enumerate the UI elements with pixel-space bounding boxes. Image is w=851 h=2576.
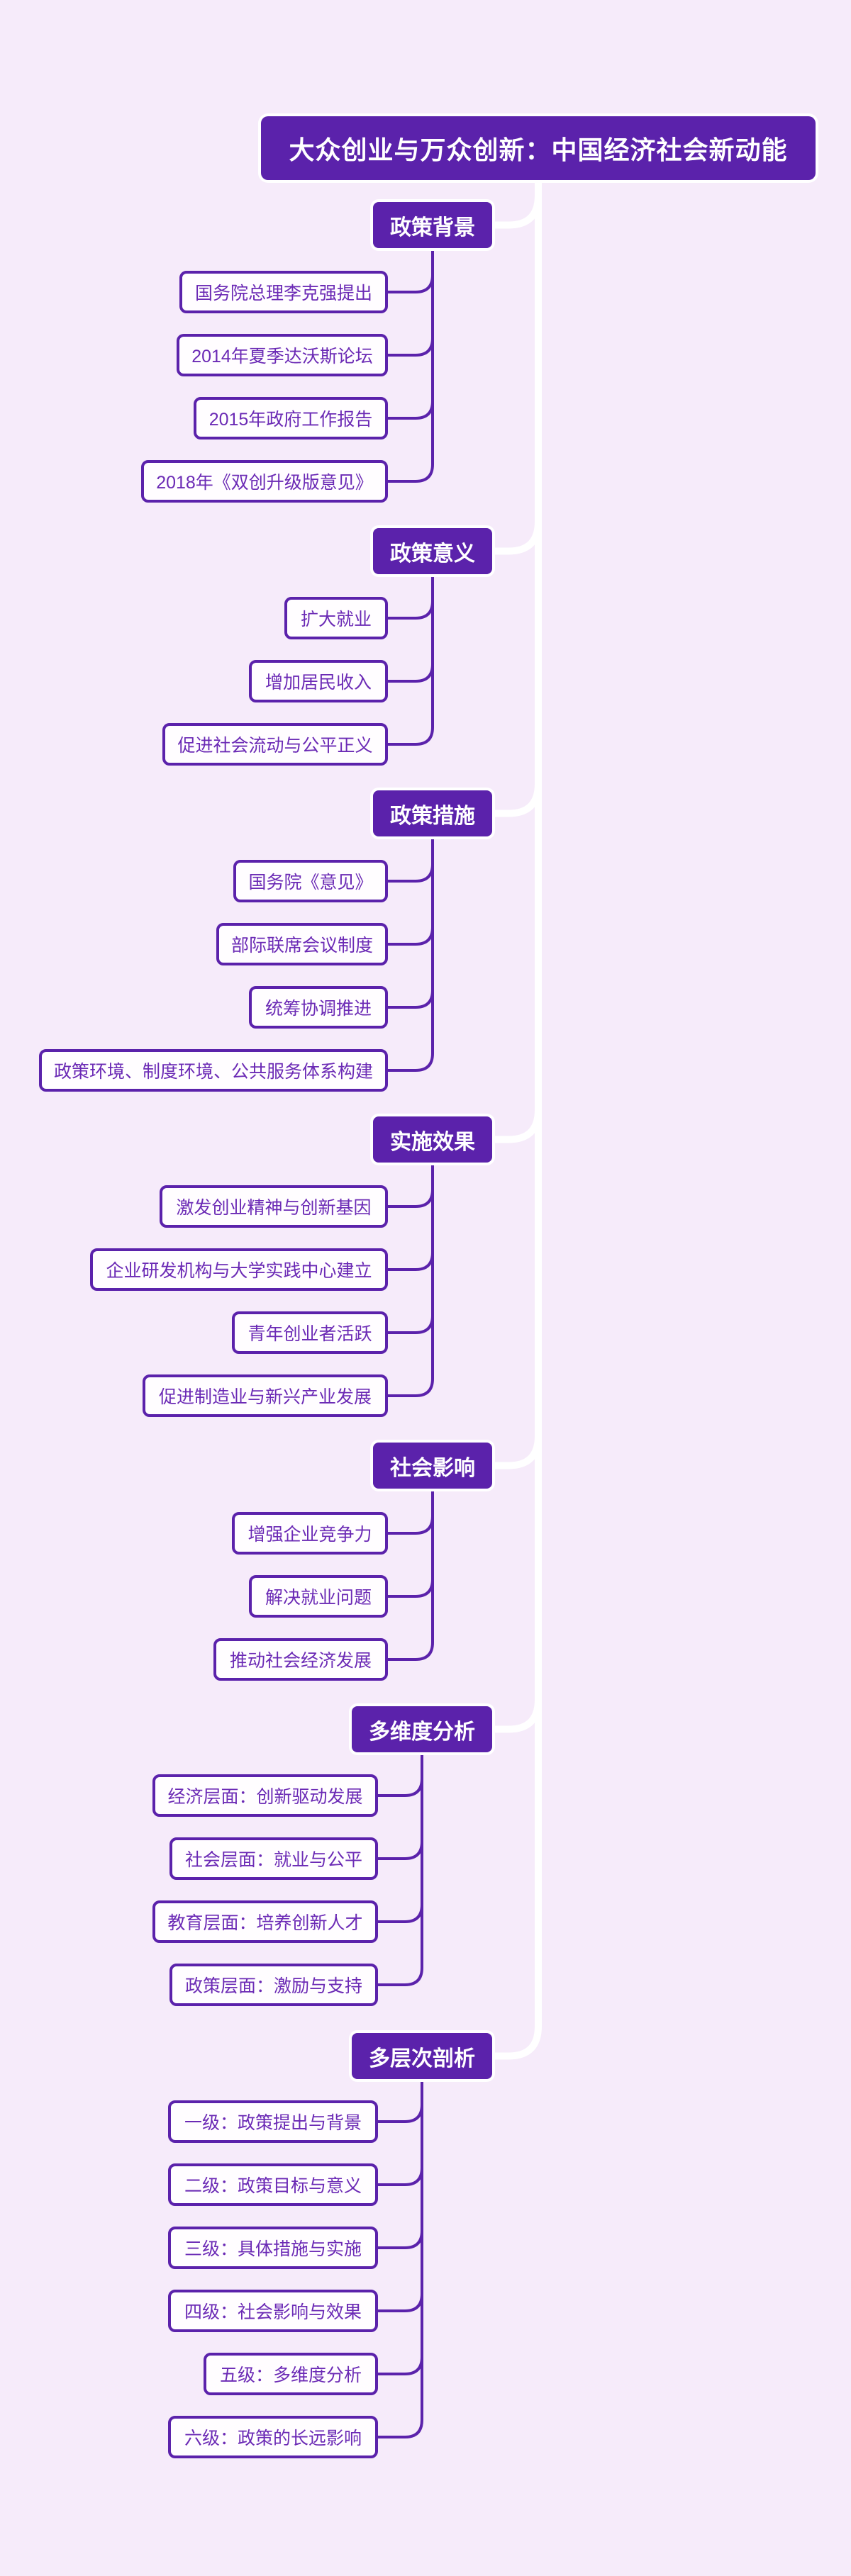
leaf-node[interactable]: 经济层面：创新驱动发展: [152, 1774, 378, 1817]
leaf-node[interactable]: 国务院《意见》: [233, 860, 388, 902]
leaf-node[interactable]: 2014年夏季达沃斯论坛: [177, 334, 388, 376]
branch-node-multilevel-analysis[interactable]: 多层次剖析: [352, 2033, 492, 2079]
leaf-node[interactable]: 青年创业者活跃: [232, 1311, 388, 1354]
leaf-node[interactable]: 国务院总理李克强提出: [179, 271, 388, 313]
branch-node-policy-background[interactable]: 政策背景: [373, 202, 492, 248]
leaf-node[interactable]: 促进社会流动与公平正义: [162, 723, 388, 766]
leaf-node[interactable]: 五级：多维度分析: [204, 2353, 378, 2395]
leaf-node[interactable]: 部际联席会议制度: [216, 923, 388, 965]
branch-node-multidimensional-analysis[interactable]: 多维度分析: [352, 1706, 492, 1752]
leaf-node[interactable]: 社会层面：就业与公平: [169, 1837, 378, 1880]
leaf-node[interactable]: 增强企业竞争力: [232, 1512, 388, 1555]
leaf-node[interactable]: 教育层面：培养创新人才: [152, 1900, 378, 1943]
leaf-node[interactable]: 激发创业精神与创新基因: [160, 1185, 388, 1228]
branch-node-implementation-results[interactable]: 实施效果: [373, 1116, 492, 1163]
leaf-node[interactable]: 企业研发机构与大学实践中心建立: [90, 1248, 388, 1291]
leaf-node[interactable]: 统筹协调推进: [249, 986, 388, 1029]
leaf-node[interactable]: 推动社会经济发展: [213, 1638, 388, 1681]
leaf-node[interactable]: 政策环境、制度环境、公共服务体系构建: [39, 1049, 388, 1092]
root-node-title[interactable]: 大众创业与万众创新：中国经济社会新动能: [261, 116, 816, 180]
leaf-node[interactable]: 四级：社会影响与效果: [168, 2290, 378, 2332]
leaf-node[interactable]: 二级：政策目标与意义: [168, 2163, 378, 2206]
leaf-node[interactable]: 政策层面：激励与支持: [169, 1964, 378, 2006]
leaf-node[interactable]: 2015年政府工作报告: [194, 397, 388, 439]
leaf-node[interactable]: 三级：具体措施与实施: [168, 2227, 378, 2269]
branch-node-policy-significance[interactable]: 政策意义: [373, 528, 492, 574]
leaf-node[interactable]: 增加居民收入: [249, 660, 388, 702]
leaf-node[interactable]: 2018年《双创升级版意见》: [141, 460, 388, 503]
leaf-node[interactable]: 解决就业问题: [249, 1575, 388, 1618]
leaf-node[interactable]: 促进制造业与新兴产业发展: [143, 1374, 388, 1417]
branch-node-policy-measures[interactable]: 政策措施: [373, 790, 492, 836]
leaf-node[interactable]: 扩大就业: [284, 597, 388, 639]
leaf-node[interactable]: 六级：政策的长远影响: [168, 2416, 378, 2458]
leaf-node[interactable]: 一级：政策提出与背景: [168, 2100, 378, 2143]
branch-node-social-impact[interactable]: 社会影响: [373, 1443, 492, 1489]
